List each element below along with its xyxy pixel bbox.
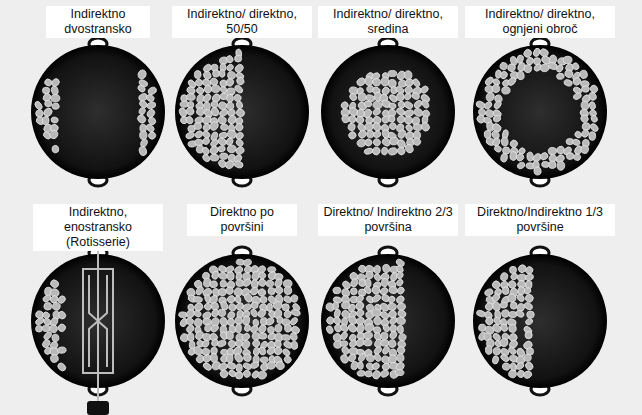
charcoal [476,263,535,379]
charcoal [34,279,67,373]
charcoal [178,49,246,171]
kettle-grill [31,247,165,415]
arrangement-caption: Indirektno, enostransko (Rotisserie) [33,204,163,251]
kettle-grill [321,38,455,186]
kettle-grill [175,38,309,186]
kettle-bowl [31,45,165,179]
arrangement-caption: Direktno/ Indirektno 2/3 površina [318,204,458,236]
kettle-bowl [175,45,309,179]
charcoal [34,69,158,157]
arrangement-caption: Indirektno/ direktno, 50/50 [172,6,312,38]
arrangement-caption: Indirektno/ direktno, ognjeni obroč [465,6,615,38]
kettle-grill [31,38,165,186]
arrangement-caption: Indirektno/ direktno, sredina [318,6,458,38]
kettle-bowl [473,45,607,179]
rotisserie-motor [87,401,109,415]
arrangement-caption: Direktno po površini [187,204,297,236]
kettle-grill [321,247,455,395]
kettle-grill [473,38,607,186]
arrangement-caption: Indirektno dvostransko [46,6,150,38]
charcoal [325,258,408,380]
charcoal [179,258,302,380]
kettle-bowl [321,254,455,388]
rotisserie-spit [83,248,113,402]
charcoal [475,47,599,175]
charcoal [340,70,431,157]
kettle-grill [175,247,309,395]
arrangement-caption: Direktno/Indirektno 1/3 površine [465,204,615,236]
kettle-bowl [175,254,309,388]
kettle-bowl [321,45,455,179]
kettle-grill [473,247,607,395]
kettle-bowl [473,254,607,388]
